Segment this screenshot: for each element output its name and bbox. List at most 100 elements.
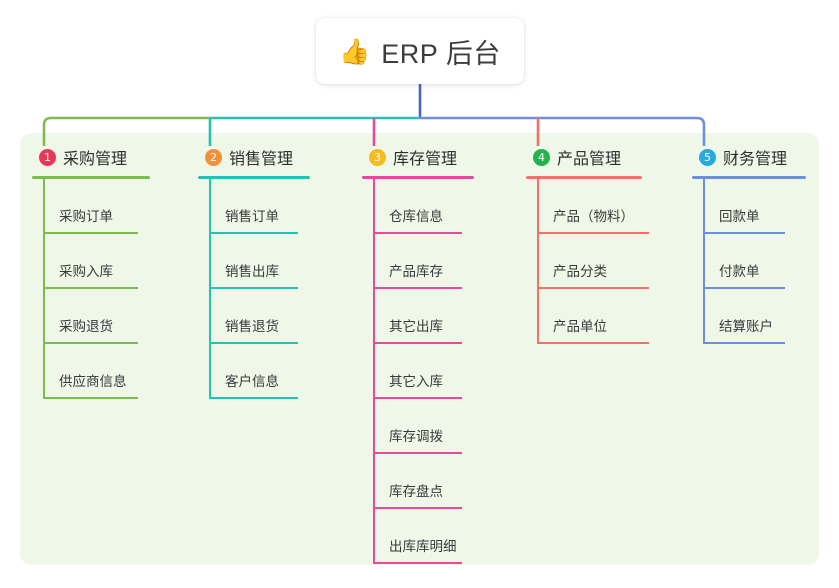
leaf-node[interactable]: 出库库明细 [362,509,474,564]
branch-column-4: 4 产品管理产品（物料） 产品分类产品单位 [526,145,649,344]
branch-header-2[interactable]: 2 销售管理 [198,145,310,169]
branch-number-badge: 4 [533,148,550,166]
leaf-node[interactable]: 结算账户 [692,289,806,344]
leaf-underline [209,342,298,344]
branch-header-3[interactable]: 3 库存管理 [362,145,474,169]
branch-column-3: 3 库存管理仓库信息产品库存其它出库其它入库库存调拨库存盘点出库库明细 [362,145,474,564]
branch-spine [209,179,211,399]
branch-column-5: 5 财务管理回款单付款单结算账户 [692,145,806,344]
branch-column-2: 2 销售管理销售订单销售出库销售退货客户信息 [198,145,310,399]
leaf-node[interactable]: 仓库信息 [362,179,474,234]
branch-leaf-list: 仓库信息产品库存其它出库其它入库库存调拨库存盘点出库库明细 [362,179,474,564]
branch-spine [537,179,539,344]
leaf-underline [537,287,649,289]
leaf-node[interactable]: 销售订单 [198,179,310,234]
branch-title: 财务管理 [723,151,788,168]
leaf-label: 产品库存 [389,264,443,279]
leaf-label: 销售退货 [225,319,279,334]
thumbs-up-icon: 👍 [339,36,371,66]
leaf-label: 产品（物料） [553,209,634,224]
leaf-node[interactable]: 采购退货 [32,289,150,344]
leaf-underline [373,342,462,344]
leaf-underline [537,232,649,234]
leaf-label: 付款单 [719,264,760,279]
branch-title: 库存管理 [393,151,458,168]
leaf-underline [703,287,785,289]
branch-title: 产品管理 [557,151,622,168]
branch-spine [703,179,705,344]
branch-spine [373,179,375,564]
diagram-background-panel [20,133,819,565]
leaf-underline [43,342,138,344]
leaf-underline [209,232,298,234]
leaf-node[interactable]: 其它入库 [362,344,474,399]
leaf-node[interactable]: 库存调拨 [362,399,474,454]
leaf-label: 库存盘点 [389,484,443,499]
leaf-label: 出库库明细 [389,539,457,554]
leaf-node[interactable]: 产品库存 [362,234,474,289]
branch-underline [32,176,150,179]
leaf-node[interactable]: 产品单位 [526,289,649,344]
leaf-label: 仓库信息 [389,209,443,224]
leaf-label: 回款单 [719,209,760,224]
leaf-label: 采购入库 [59,264,113,279]
branch-underline [198,176,310,179]
leaf-underline [373,562,462,564]
branch-header-5[interactable]: 5 财务管理 [692,145,806,169]
leaf-underline [373,507,462,509]
leaf-underline [373,232,462,234]
leaf-underline [209,397,298,399]
leaf-label: 产品单位 [553,319,607,334]
leaf-node[interactable]: 销售出库 [198,234,310,289]
leaf-node[interactable]: 付款单 [692,234,806,289]
leaf-label: 客户信息 [225,374,279,389]
branch-header-4[interactable]: 4 产品管理 [526,145,642,169]
branch-underline [362,176,474,179]
leaf-label: 销售订单 [225,209,279,224]
leaf-label: 其它入库 [389,374,443,389]
root-node-content: 👍 ERP 后台 [339,32,501,71]
leaf-underline [537,342,649,344]
branch-underline [692,176,806,179]
leaf-node[interactable]: 库存盘点 [362,454,474,509]
leaf-label: 产品分类 [553,264,607,279]
leaf-underline [703,232,785,234]
branch-number-badge: 2 [205,148,222,166]
leaf-node[interactable]: 产品（物料） [526,179,649,234]
leaf-label: 供应商信息 [59,374,127,389]
branch-leaf-list: 采购订单采购入库采购退货供应商信息 [32,179,150,399]
leaf-node[interactable]: 采购订单 [32,179,150,234]
branch-title: 采购管理 [63,151,128,168]
branch-leaf-list: 回款单付款单结算账户 [692,179,806,344]
leaf-node[interactable]: 回款单 [692,179,806,234]
leaf-node[interactable]: 其它出库 [362,289,474,344]
leaf-underline [43,287,138,289]
branch-leaf-list: 销售订单销售出库销售退货客户信息 [198,179,310,399]
branch-underline [526,176,642,179]
leaf-label: 其它出库 [389,319,443,334]
branch-number-badge: 5 [699,148,716,166]
leaf-label: 库存调拨 [389,429,443,444]
leaf-underline [703,342,785,344]
leaf-underline [373,397,462,399]
leaf-underline [373,287,462,289]
leaf-label: 销售出库 [225,264,279,279]
branch-title: 销售管理 [229,151,294,168]
branch-number-badge: 3 [369,148,386,166]
leaf-node[interactable]: 销售退货 [198,289,310,344]
branch-spine [43,179,45,399]
leaf-node[interactable]: 产品分类 [526,234,649,289]
root-node-card[interactable]: 👍 ERP 后台 [316,18,524,84]
leaf-underline [43,232,138,234]
leaf-label: 采购订单 [59,209,113,224]
leaf-underline [43,397,138,399]
root-node-title: ERP 后台 [381,38,501,69]
branch-leaf-list: 产品（物料） 产品分类产品单位 [526,179,649,344]
leaf-node[interactable]: 采购入库 [32,234,150,289]
leaf-node[interactable]: 客户信息 [198,344,310,399]
leaf-underline [209,287,298,289]
leaf-node[interactable]: 供应商信息 [32,344,150,399]
